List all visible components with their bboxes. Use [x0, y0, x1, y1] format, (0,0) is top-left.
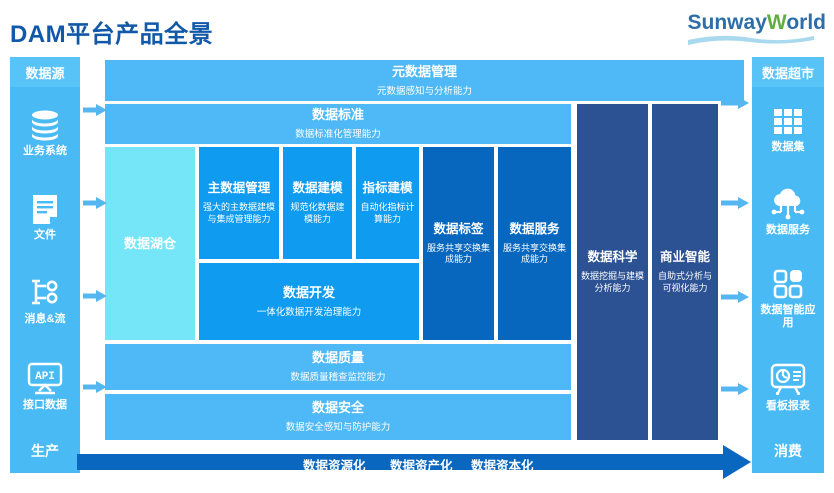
block-master-data-management: 主数据管理 强大的主数据建模与集成管理能力 [199, 147, 279, 259]
svg-text:API: API [35, 371, 55, 383]
source-item-api-data: API 接口数据 [23, 361, 67, 412]
block-subtitle: 规范化数据建模能力 [290, 202, 345, 224]
right-sidebar-header: 数据超市 [752, 57, 824, 87]
right-sidebar-items: 数据集 数据服务 [752, 87, 824, 433]
block-subtitle: 服务共享交换集成能力 [502, 242, 566, 265]
block-subtitle: 服务共享交换集成能力 [427, 242, 491, 265]
left-sidebar-items: 业务系统 消息&流 文件 [10, 87, 80, 433]
page-title: DAM平台产品全景 [10, 21, 214, 48]
left-sidebar-data-sources: 数据源 业务系统 消息&流 文 [10, 57, 80, 473]
block-title: 数据湖仓 [123, 236, 176, 251]
mart-item-dataset: 数据集 [772, 107, 805, 154]
logo-part-sunway: Sunway [687, 11, 767, 34]
mart-label: 看板报表 [766, 400, 810, 413]
source-label: 文件 [34, 228, 56, 241]
right-flow-arrow-icon [721, 97, 749, 109]
left-sidebar-footer: 生产 [31, 443, 59, 459]
block-business-intelligence: 商业智能 自助式分析与可视化能力 [652, 104, 718, 440]
mart-item-data-intelligence-apps: 数据智能应用 [759, 268, 817, 330]
right-sidebar-data-mart: 数据超市 数据集 [752, 57, 824, 473]
left-flow-arrow-icon [83, 381, 107, 393]
value-chain-label-resource: 数据资源化 [303, 459, 366, 473]
block-subtitle: 一体化数据开发治理能力 [256, 306, 362, 318]
right-flow-arrow-icon [721, 291, 749, 303]
block-subtitle: 数据安全感知与防护能力 [285, 422, 391, 433]
block-subtitle: 强大的主数据建模与集成管理能力 [203, 202, 276, 224]
api-icon: API [27, 362, 63, 394]
dataset-grid-icon [774, 108, 802, 134]
value-chain-arrow [77, 454, 723, 470]
block-data-lakehouse: 数据湖仓 [105, 147, 195, 340]
file-icon [33, 194, 57, 224]
block-title: 数据标准 [311, 107, 364, 122]
left-flow-arrow-icon [83, 104, 107, 116]
source-item-files: 消息&流 文件 [30, 193, 60, 242]
value-chain-label-asset: 数据资产化 [390, 459, 453, 473]
left-sidebar-header: 数据源 [10, 57, 80, 87]
value-chain-label-capital: 数据资本化 [471, 459, 534, 473]
left-flow-arrow-icon [83, 290, 107, 302]
block-data-modeling: 数据建模 规范化数据建模能力 [283, 147, 352, 259]
right-flow-arrow-icon [721, 197, 749, 209]
block-data-tags: 数据标签 服务共享交换集成能力 [423, 147, 494, 340]
block-title: 数据科学 [587, 250, 638, 264]
mart-label: 数据智能应用 [760, 304, 816, 330]
block-title: 数据开发 [282, 284, 335, 300]
logo-text: SunwayWorld [688, 12, 826, 34]
block-title: 数据建模 [292, 181, 343, 195]
block-title: 数据安全 [311, 400, 364, 415]
block-subtitle: 数据标准化管理能力 [295, 129, 381, 140]
block-data-standard: 数据标准 数据标准化管理能力 [105, 104, 571, 144]
block-title: 数据质量 [311, 350, 364, 365]
logo-part-orld: orld [786, 11, 826, 34]
mart-label: 数据集 [771, 140, 805, 153]
block-title: 元数据管理 [391, 63, 457, 79]
cloud-service-icon [771, 188, 805, 220]
logo-swoosh-icon [687, 35, 814, 45]
dashboard-icon [770, 363, 806, 396]
block-subtitle: 数据质量稽查监控能力 [290, 372, 386, 383]
block-data-development: 数据开发 一体化数据开发治理能力 [199, 263, 419, 340]
block-title: 指标建模 [362, 181, 413, 195]
database-icon [32, 110, 58, 140]
mart-item-dashboard-reports: 看板报表 [766, 362, 810, 413]
right-flow-arrow-icon [721, 383, 749, 395]
value-chain-arrowhead-icon [723, 445, 751, 479]
block-subtitle: 自助式分析与可视化能力 [657, 271, 712, 293]
block-subtitle: 数据挖掘与建模分析能力 [581, 271, 645, 293]
block-subtitle: 自动化指标计算能力 [360, 202, 415, 224]
sunwayworld-logo: SunwayWorld [687, 12, 826, 46]
block-title: 商业智能 [659, 250, 710, 264]
source-label: 业务系统 [23, 144, 67, 157]
block-data-science: 数据科学 数据挖掘与建模分析能力 [577, 104, 648, 440]
block-data-services: 数据服务 服务共享交换集成能力 [498, 147, 571, 340]
block-title: 主数据管理 [207, 181, 271, 195]
source-label: 消息&流 [24, 312, 66, 325]
logo-part-w: W [766, 11, 787, 34]
block-title: 数据服务 [509, 221, 560, 236]
block-metric-modeling: 指标建模 自动化指标计算能力 [356, 147, 419, 259]
block-data-security: 数据安全 数据安全感知与防护能力 [105, 394, 571, 440]
block-data-quality: 数据质量 数据质量稽查监控能力 [105, 344, 571, 390]
stream-icon [31, 279, 58, 304]
right-sidebar-footer: 消费 [774, 443, 802, 459]
apps-icon [773, 270, 803, 299]
source-label: 接口数据 [23, 398, 67, 411]
mart-item-data-service: 数据服务 [766, 186, 810, 237]
mart-label: 数据服务 [766, 223, 810, 236]
source-item-business-systems: 业务系统 [23, 109, 67, 158]
block-title: 数据标签 [433, 221, 484, 236]
block-metadata-management: 元数据管理 元数据感知与分析能力 [105, 60, 744, 101]
left-flow-arrow-icon [83, 197, 107, 209]
block-subtitle: 元数据感知与分析能力 [376, 85, 472, 97]
source-item-message-stream: 消息&流 [24, 277, 66, 326]
